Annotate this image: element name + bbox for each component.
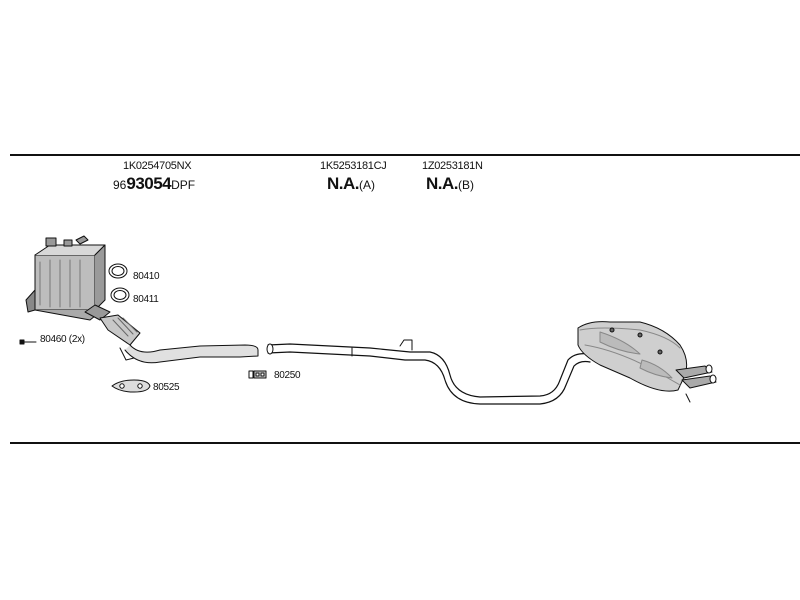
ring-80411-icon (110, 287, 130, 303)
dpf-unit (25, 235, 111, 321)
reference-dpf: 9693054DPF (113, 174, 195, 194)
reference-middle-pipe: N.A.(A) (327, 174, 375, 194)
bolt-80460-icon (19, 339, 37, 345)
top-divider (10, 154, 800, 156)
part-number-rear-silencer: 1Z0253181N (422, 160, 483, 172)
label-clamp-80250: 80250 (274, 370, 301, 381)
label-gasket-80525: 80525 (153, 382, 180, 393)
bottom-divider (10, 442, 800, 444)
reference-rear-silencer-suffix: (B) (458, 178, 474, 192)
reference-dpf-main: 93054 (126, 174, 172, 193)
front-pipe (99, 314, 259, 364)
clamp-80250-icon (248, 370, 267, 379)
rear-silencer (577, 321, 717, 403)
part-number-dpf: 1K0254705NX (123, 160, 192, 172)
reference-dpf-suffix: DPF (171, 178, 196, 192)
reference-rear-silencer-main: N.A. (426, 174, 459, 193)
label-bolt-80460: 80460 (2x) (40, 334, 85, 345)
reference-middle-pipe-main: N.A. (327, 174, 360, 193)
reference-rear-silencer: N.A.(B) (426, 174, 474, 194)
middle-pipe (266, 339, 591, 405)
reference-middle-pipe-suffix: (A) (359, 178, 375, 192)
ring-80410-icon (108, 263, 128, 279)
label-ring-80411: 80411 (133, 294, 159, 305)
reference-dpf-prefix: 96 (113, 178, 127, 192)
gasket-80525-icon (111, 379, 151, 393)
part-number-middle-pipe: 1K5253181CJ (320, 160, 387, 172)
label-ring-80410: 80410 (133, 271, 160, 282)
